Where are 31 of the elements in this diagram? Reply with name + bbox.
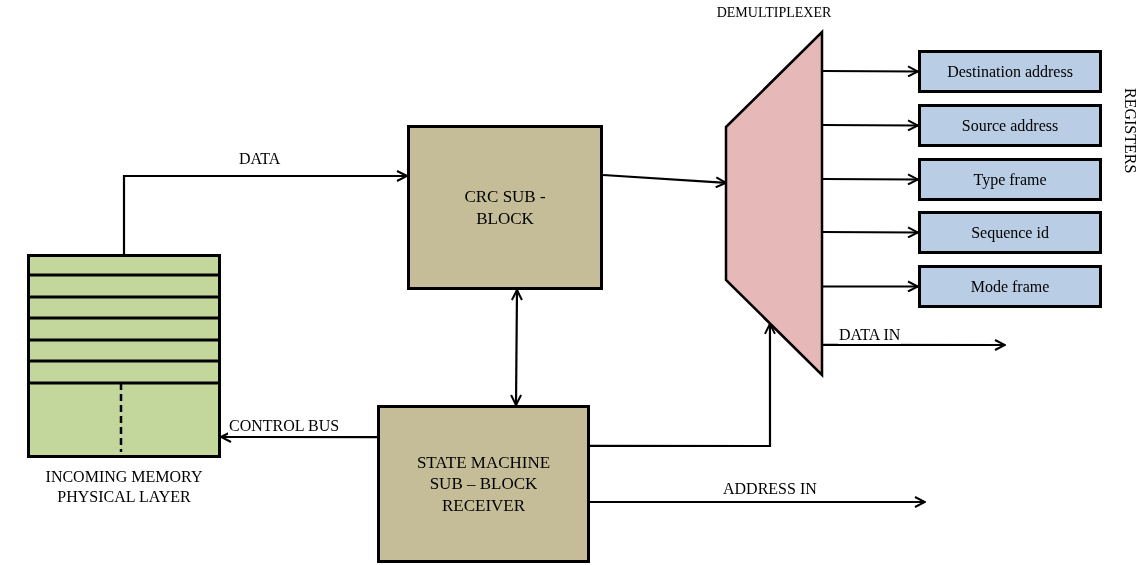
block-caption: INCOMING MEMORY PHYSICAL LAYER (44, 467, 204, 507)
register-box (918, 211, 1102, 254)
block-text: Type frame (972, 169, 1048, 190)
edge-label: CONTROL BUS (228, 417, 341, 435)
arrow (822, 119, 919, 132)
edge-label: DATA IN (838, 326, 902, 344)
block-heading: DEMULTIPLEXER (716, 4, 832, 22)
block-text: STATE MACHINE SUB – BLOCK RECEIVER (415, 452, 552, 516)
arrow (822, 280, 919, 293)
arrow (220, 431, 377, 443)
block-text: Mode frame (969, 276, 1051, 297)
arrow (822, 65, 919, 78)
block-text: Destination address (946, 61, 1074, 82)
arrow (510, 289, 523, 406)
block-text: CRC SUB - BLOCK (463, 186, 547, 229)
register-box (918, 158, 1102, 201)
arrow (822, 339, 1006, 351)
register-box (918, 104, 1102, 147)
arrow (590, 322, 776, 448)
block-text: Source address (960, 115, 1060, 136)
process-box (377, 405, 590, 563)
group-label: REGISTERS (1121, 88, 1139, 174)
arrow (590, 496, 926, 508)
block-text: Sequence id (970, 222, 1050, 243)
register-box (918, 265, 1102, 308)
register-box (918, 50, 1102, 93)
arrow (822, 226, 919, 239)
process-box (407, 125, 603, 290)
arrow (122, 170, 408, 254)
arrow (822, 173, 919, 186)
arrow (602, 173, 727, 189)
